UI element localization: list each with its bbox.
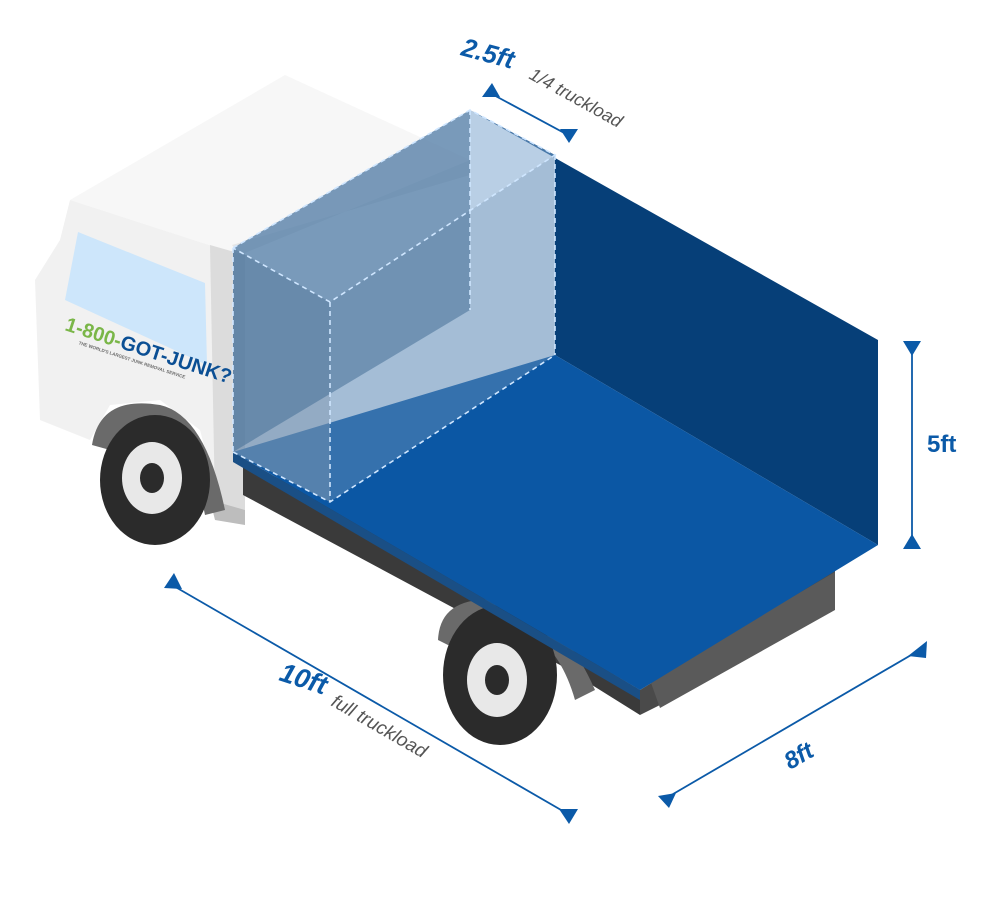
width-label: 8ft [780,737,820,776]
depth-caption-text: 1/4 truckload [526,64,627,132]
height-label: 5ft [927,431,956,458]
quarter-load-box [232,109,557,503]
depth-caption: 1/4 truckload [526,64,627,132]
depth-arrow-end [560,129,578,143]
cab-roof [70,75,470,255]
quarter-box-side [330,155,555,502]
rear-hub [485,665,509,695]
rear-bumper [650,572,835,708]
bed-back-wall [470,110,878,545]
front-hub [140,463,164,493]
length-arrow-start [164,573,182,589]
depth-arrow-start [482,83,500,97]
width-arrow-start [658,793,676,808]
depth-label: 2.5ft [457,32,519,75]
cab-window [65,232,207,365]
length-label: 10ft [276,657,332,701]
length-caption-text: full truckload [328,691,432,763]
length-line [171,584,569,815]
depth-line [489,92,569,136]
width-value: 8ft [780,737,820,776]
length-caption: full truckload [328,691,432,763]
height-value: 5ft [927,431,956,458]
length-arrow-end [559,809,578,824]
front-wheel [92,403,225,545]
bed-edge [233,452,640,700]
width-arrow-end [908,641,927,658]
front-fender [92,403,225,515]
dimension-markers [164,83,927,824]
width-line [667,650,919,798]
height-arrow-bottom [903,534,921,549]
quarter-box-back [233,110,470,452]
quarter-box-edge-bottom [232,354,556,503]
depth-value: 2.5ft [457,32,519,75]
height-arrow-top [903,341,921,356]
length-value: 10ft [276,657,332,701]
